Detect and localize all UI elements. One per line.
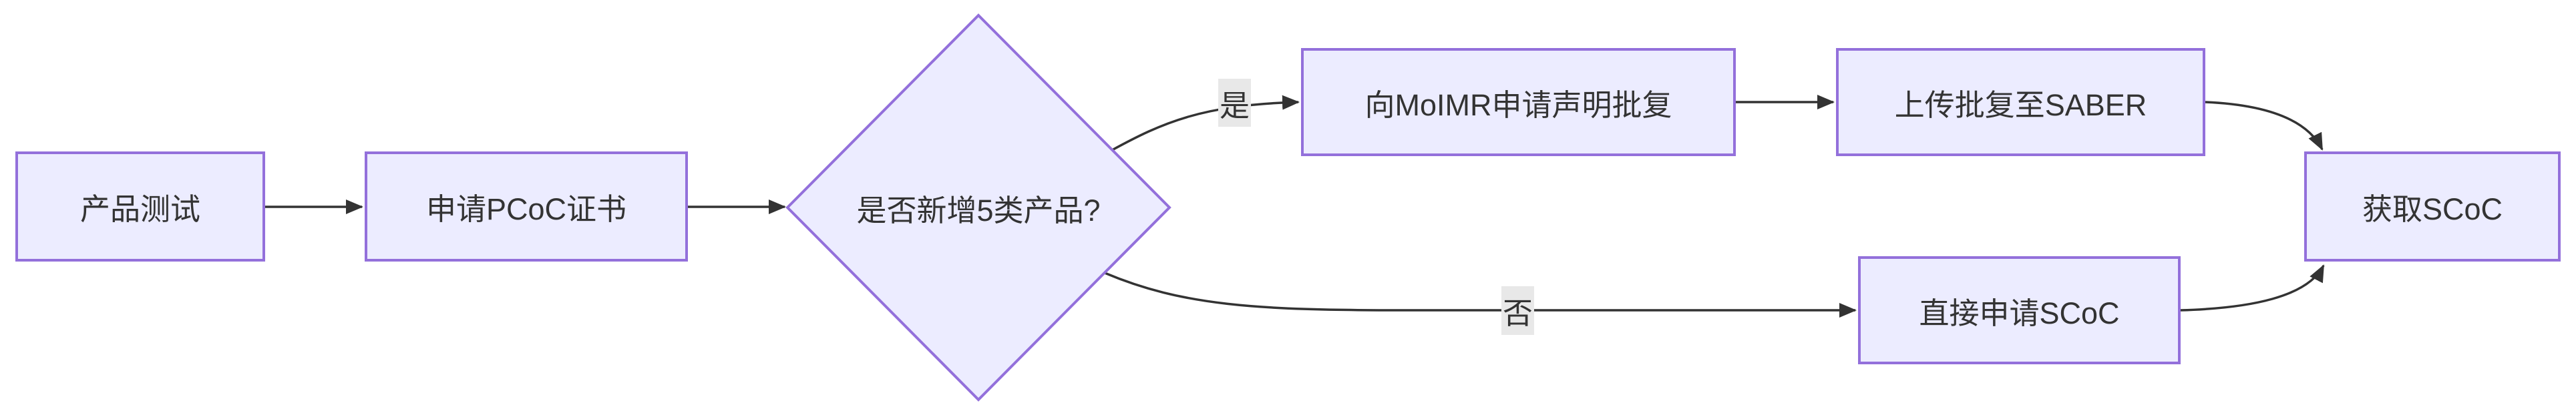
decision-diamond bbox=[785, 13, 1171, 402]
edge-direct-to-scoc bbox=[2180, 264, 2325, 312]
node-product-testing: 产品测试 bbox=[15, 151, 265, 262]
edge-label-yes: 是 bbox=[1218, 79, 1251, 127]
node-upload-saber: 上传批复至SABER bbox=[1836, 48, 2205, 156]
edge-decision-yes-to-moimr bbox=[1111, 95, 1300, 151]
edge-saber-to-scoc bbox=[2205, 101, 2324, 151]
node-obtain-scoc: 获取SCoC bbox=[2304, 151, 2561, 262]
edge-label-no: 否 bbox=[1501, 286, 1534, 335]
decision-diamond-label: 是否新增5类产品? bbox=[856, 193, 1101, 228]
node-apply-pcoc: 申请PCoC证书 bbox=[365, 151, 688, 262]
node-direct-apply-scoc: 直接申请SCoC bbox=[1858, 256, 2181, 364]
edge-decision-no-to-direct bbox=[1104, 272, 1857, 318]
node-moimr-declaration: 向MoIMR申请声明批复 bbox=[1301, 48, 1736, 156]
